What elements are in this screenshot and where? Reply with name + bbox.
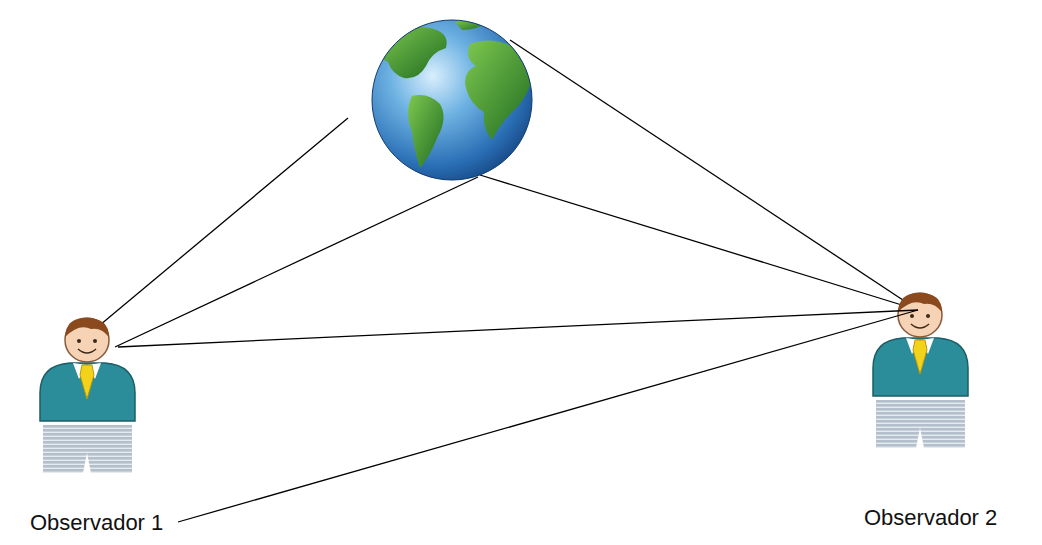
observer-icon	[873, 293, 968, 448]
observer-figure: Observador 2	[862, 285, 1032, 530]
observer-label: Observador 2	[864, 505, 997, 530]
sight-lines	[100, 40, 918, 347]
earth-globe	[372, 20, 532, 180]
observer-label: Observador 1	[30, 510, 163, 535]
observer-icon	[40, 318, 135, 473]
observer-figure: Observador 1	[28, 300, 188, 535]
sight-line	[178, 310, 918, 522]
sight-line	[118, 310, 918, 347]
